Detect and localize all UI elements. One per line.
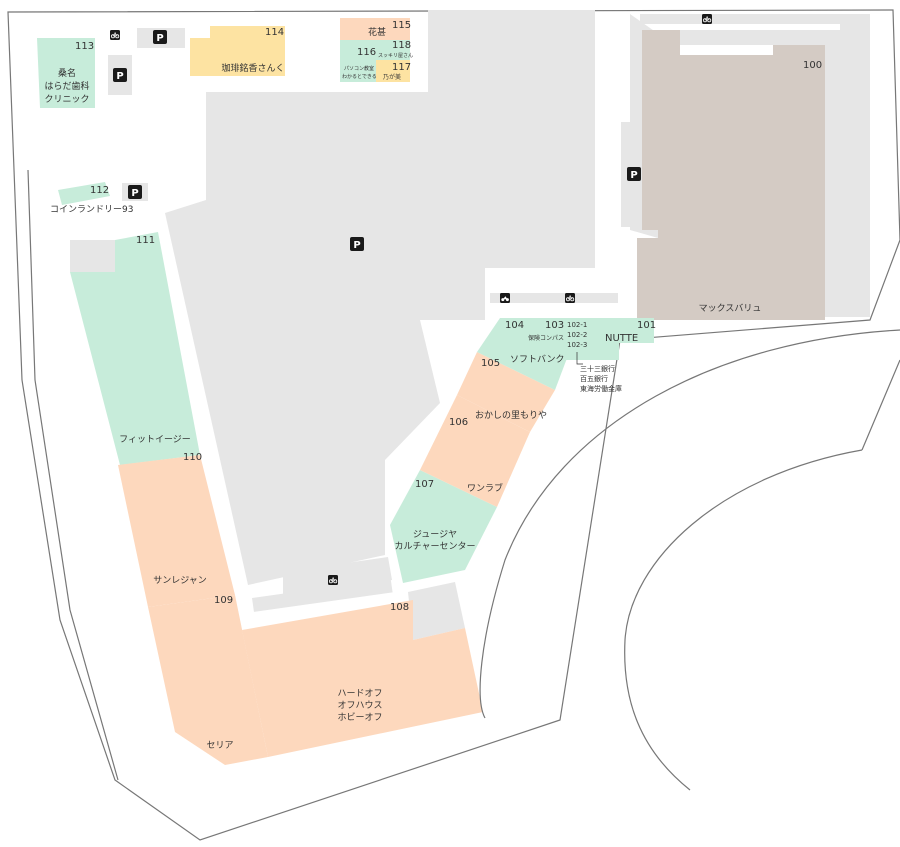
- shop-113-area[interactable]: [37, 38, 95, 108]
- shop-115-number: 115: [392, 20, 411, 31]
- shop-107b-name2: カルチャーセンター: [395, 541, 476, 552]
- shop-116b-area[interactable]: [340, 60, 376, 82]
- shop-118-area[interactable]: [376, 40, 410, 60]
- shop-101-area[interactable]: [589, 318, 654, 360]
- svg-text:P: P: [156, 33, 163, 44]
- shop-112-name: コインランドリー93: [50, 204, 133, 215]
- shop-106-name: おかしの里もりや: [475, 410, 547, 421]
- shop-107-name: ワンラブ: [467, 482, 503, 494]
- shop-115-area[interactable]: [340, 18, 410, 40]
- shop-117-number: 117: [392, 62, 411, 73]
- shop-115-name: 花甚: [368, 26, 386, 38]
- motorcycle-parking-icon: [500, 293, 510, 303]
- shop-111-name: フィットイージー: [119, 435, 191, 445]
- shop-117-area[interactable]: [376, 60, 410, 82]
- shop-113-number: 113: [75, 41, 94, 52]
- gray-block-108: [408, 582, 465, 640]
- shop-114-number: 114: [265, 27, 284, 38]
- shop-112-number: 112: [90, 185, 109, 196]
- shop-104-number: 104: [505, 320, 524, 331]
- shop-109-name: セリア: [206, 740, 233, 751]
- bank-leader-line: [576, 352, 583, 365]
- shop-106-number: 106: [449, 417, 468, 428]
- shop-100-name: マックスバリュ: [699, 303, 762, 314]
- bicycle-parking-icon: [109, 29, 121, 41]
- gray-bike-strip: [490, 293, 618, 303]
- shop-102-1-number: 102-1: [567, 321, 587, 329]
- parking-sign-icon: P: [350, 237, 364, 251]
- shop-110-number: 110: [183, 452, 202, 463]
- shop-108-name1: ハードオフ: [337, 688, 382, 699]
- top-right-parking: [640, 14, 870, 24]
- parking-sign-icon: P: [128, 185, 142, 199]
- bicycle-parking-icon: [564, 292, 576, 304]
- road-curve-inner: [624, 449, 863, 791]
- shop-105-number: 105: [481, 358, 500, 369]
- top-right-parking-block: [680, 24, 870, 100]
- shop-101-number: 101: [637, 320, 656, 331]
- shop-116-number: 116: [357, 47, 376, 58]
- inner-boundary-line: [27, 169, 119, 781]
- shop-118-name: スッキリ屋さん: [378, 52, 413, 59]
- parking-sign-icon: P: [153, 30, 167, 44]
- shop-110-area[interactable]: [118, 455, 235, 607]
- main-parking-lot: [165, 10, 595, 585]
- shop-113-name3: クリニック: [44, 94, 89, 105]
- svg-text:P: P: [116, 71, 123, 82]
- shop-109-area[interactable]: [148, 595, 268, 765]
- bank-33-label: 三十三銀行: [580, 364, 615, 373]
- shop-111-number: 111: [136, 235, 155, 246]
- svg-text:P: P: [131, 188, 138, 199]
- shop-111-area[interactable]: [70, 232, 200, 465]
- shop-108-name2: オフハウス: [337, 700, 382, 711]
- bank-105-label: 百五銀行: [580, 374, 608, 383]
- shop-103-name: 保険コンパス: [528, 334, 564, 342]
- shop-112-area[interactable]: [58, 182, 110, 205]
- shop-113-name2: はらだ歯科: [44, 80, 89, 92]
- shop-103-area[interactable]: [530, 318, 565, 345]
- bicycle-parking-icon: [701, 13, 713, 25]
- bicycle-parking-icon: [327, 574, 339, 586]
- shop-105-area[interactable]: [457, 352, 555, 432]
- gray-block-111: [70, 240, 115, 272]
- shop-113-name1: 桑名: [58, 67, 76, 79]
- road-right-edge: [861, 359, 900, 451]
- parking-sign-icon: P: [113, 68, 127, 82]
- shop-100-number: 100: [803, 60, 822, 71]
- shop-100-area[interactable]: [637, 30, 825, 320]
- shop-107-number: 107: [415, 479, 434, 490]
- shop-118-number: 118: [392, 40, 411, 51]
- gray-bar-bottom: [252, 578, 393, 612]
- shop-102-2-number: 102-2: [567, 331, 587, 339]
- shop-103-number: 103: [545, 320, 564, 331]
- shop-108-area[interactable]: [242, 600, 483, 757]
- shop-117-name: 乃が美: [383, 73, 401, 81]
- shop-102-3-number: 102-3: [567, 341, 587, 349]
- shop-108-number: 108: [390, 602, 409, 613]
- shop-107-area[interactable]: [390, 470, 497, 583]
- shop-101-name: NUTTE: [605, 333, 638, 344]
- road-curve-outer: [479, 329, 900, 719]
- shop-106-area[interactable]: [420, 395, 530, 507]
- shop-105-name: ソフトバンク: [510, 354, 564, 365]
- svg-text:P: P: [630, 170, 637, 181]
- bank-tokai-label: 東海労働金庫: [580, 384, 622, 393]
- shop-114-name: 珈琲銘香さんく: [221, 62, 284, 74]
- parking-sign-icon: P: [627, 167, 641, 181]
- shop-110-name: サンレジャン: [153, 575, 207, 586]
- shop-116-name2: わかるとできる: [342, 73, 377, 80]
- svg-text:P: P: [353, 240, 360, 251]
- shop-107b-name1: ジュージヤ: [413, 530, 457, 540]
- shop-108-name3: ホビーオフ: [337, 712, 382, 723]
- shop-114-area[interactable]: [190, 26, 285, 76]
- shop-109-number: 109: [214, 595, 233, 606]
- shop-116-name1: パソコン教室: [344, 65, 374, 72]
- shop-116-area[interactable]: [340, 40, 376, 60]
